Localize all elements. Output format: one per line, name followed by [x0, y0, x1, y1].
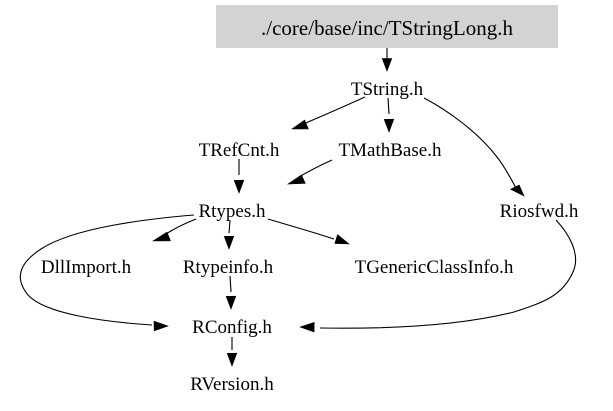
- node-tmathbase[interactable]: TMathBase.h: [314, 131, 466, 167]
- edge-tstring-to-riosfwd: [423, 97, 525, 197]
- node-tmathbase-label: TMathBase.h: [339, 140, 442, 161]
- edge-layer: [19, 48, 577, 367]
- node-dllimport[interactable]: DllImport.h: [20, 248, 152, 284]
- edge-rconfig-to-rversion: [226, 337, 238, 367]
- edge-rtypes-to-dllimport: [151, 218, 197, 242]
- edge-tmathbase-to-rtypes: [286, 159, 333, 185]
- node-rtypeinfo-label: Rtypeinfo.h: [183, 257, 274, 278]
- edge-riosfwd-to-rconfig: [299, 219, 577, 333]
- node-tstring-label: TString.h: [351, 79, 424, 100]
- node-dllimport-label: DllImport.h: [41, 257, 132, 278]
- node-rtypes[interactable]: Rtypes.h: [180, 192, 284, 228]
- node-rconfig[interactable]: RConfig.h: [175, 308, 289, 344]
- edge-tstringlong-to-tstring: [381, 48, 393, 72]
- node-riosfwd[interactable]: Riosfwd.h: [480, 192, 598, 228]
- node-rtypes-label: Rtypes.h: [198, 201, 266, 222]
- edge-rtypes-to-tgeneric: [267, 218, 350, 245]
- node-layer: ./core/base/inc/TStringLong.h TString.h …: [20, 5, 598, 401]
- node-tstring[interactable]: TString.h: [330, 70, 444, 106]
- edge-tstring-to-tmathbase: [383, 97, 395, 133]
- edge-rtypes-to-rtypeinfo: [223, 219, 235, 250]
- edge-trefcnt-to-rtypes: [233, 159, 245, 194]
- node-tstringlong[interactable]: ./core/base/inc/TStringLong.h: [216, 5, 558, 48]
- node-tstringlong-box: [216, 5, 558, 48]
- node-rversion[interactable]: RVersion.h: [171, 365, 293, 401]
- node-trefcnt[interactable]: TRefCnt.h: [180, 131, 298, 167]
- node-rconfig-label: RConfig.h: [192, 317, 272, 338]
- edge-rtypeinfo-to-rconfig: [225, 275, 237, 310]
- node-rversion-label: RVersion.h: [190, 374, 274, 395]
- node-tgenericclassinfo[interactable]: TGenericClassInfo.h: [325, 248, 543, 284]
- edge-tstring-to-trefcnt: [291, 96, 366, 130]
- node-trefcnt-label: TRefCnt.h: [199, 140, 280, 161]
- node-tstringlong-label: ./core/base/inc/TStringLong.h: [261, 16, 513, 40]
- node-rtypeinfo[interactable]: Rtypeinfo.h: [165, 248, 291, 284]
- node-tgenericclassinfo-label: TGenericClassInfo.h: [355, 257, 514, 278]
- edge-rtypes-to-rconfig: [19, 214, 195, 332]
- node-riosfwd-label: Riosfwd.h: [500, 201, 579, 222]
